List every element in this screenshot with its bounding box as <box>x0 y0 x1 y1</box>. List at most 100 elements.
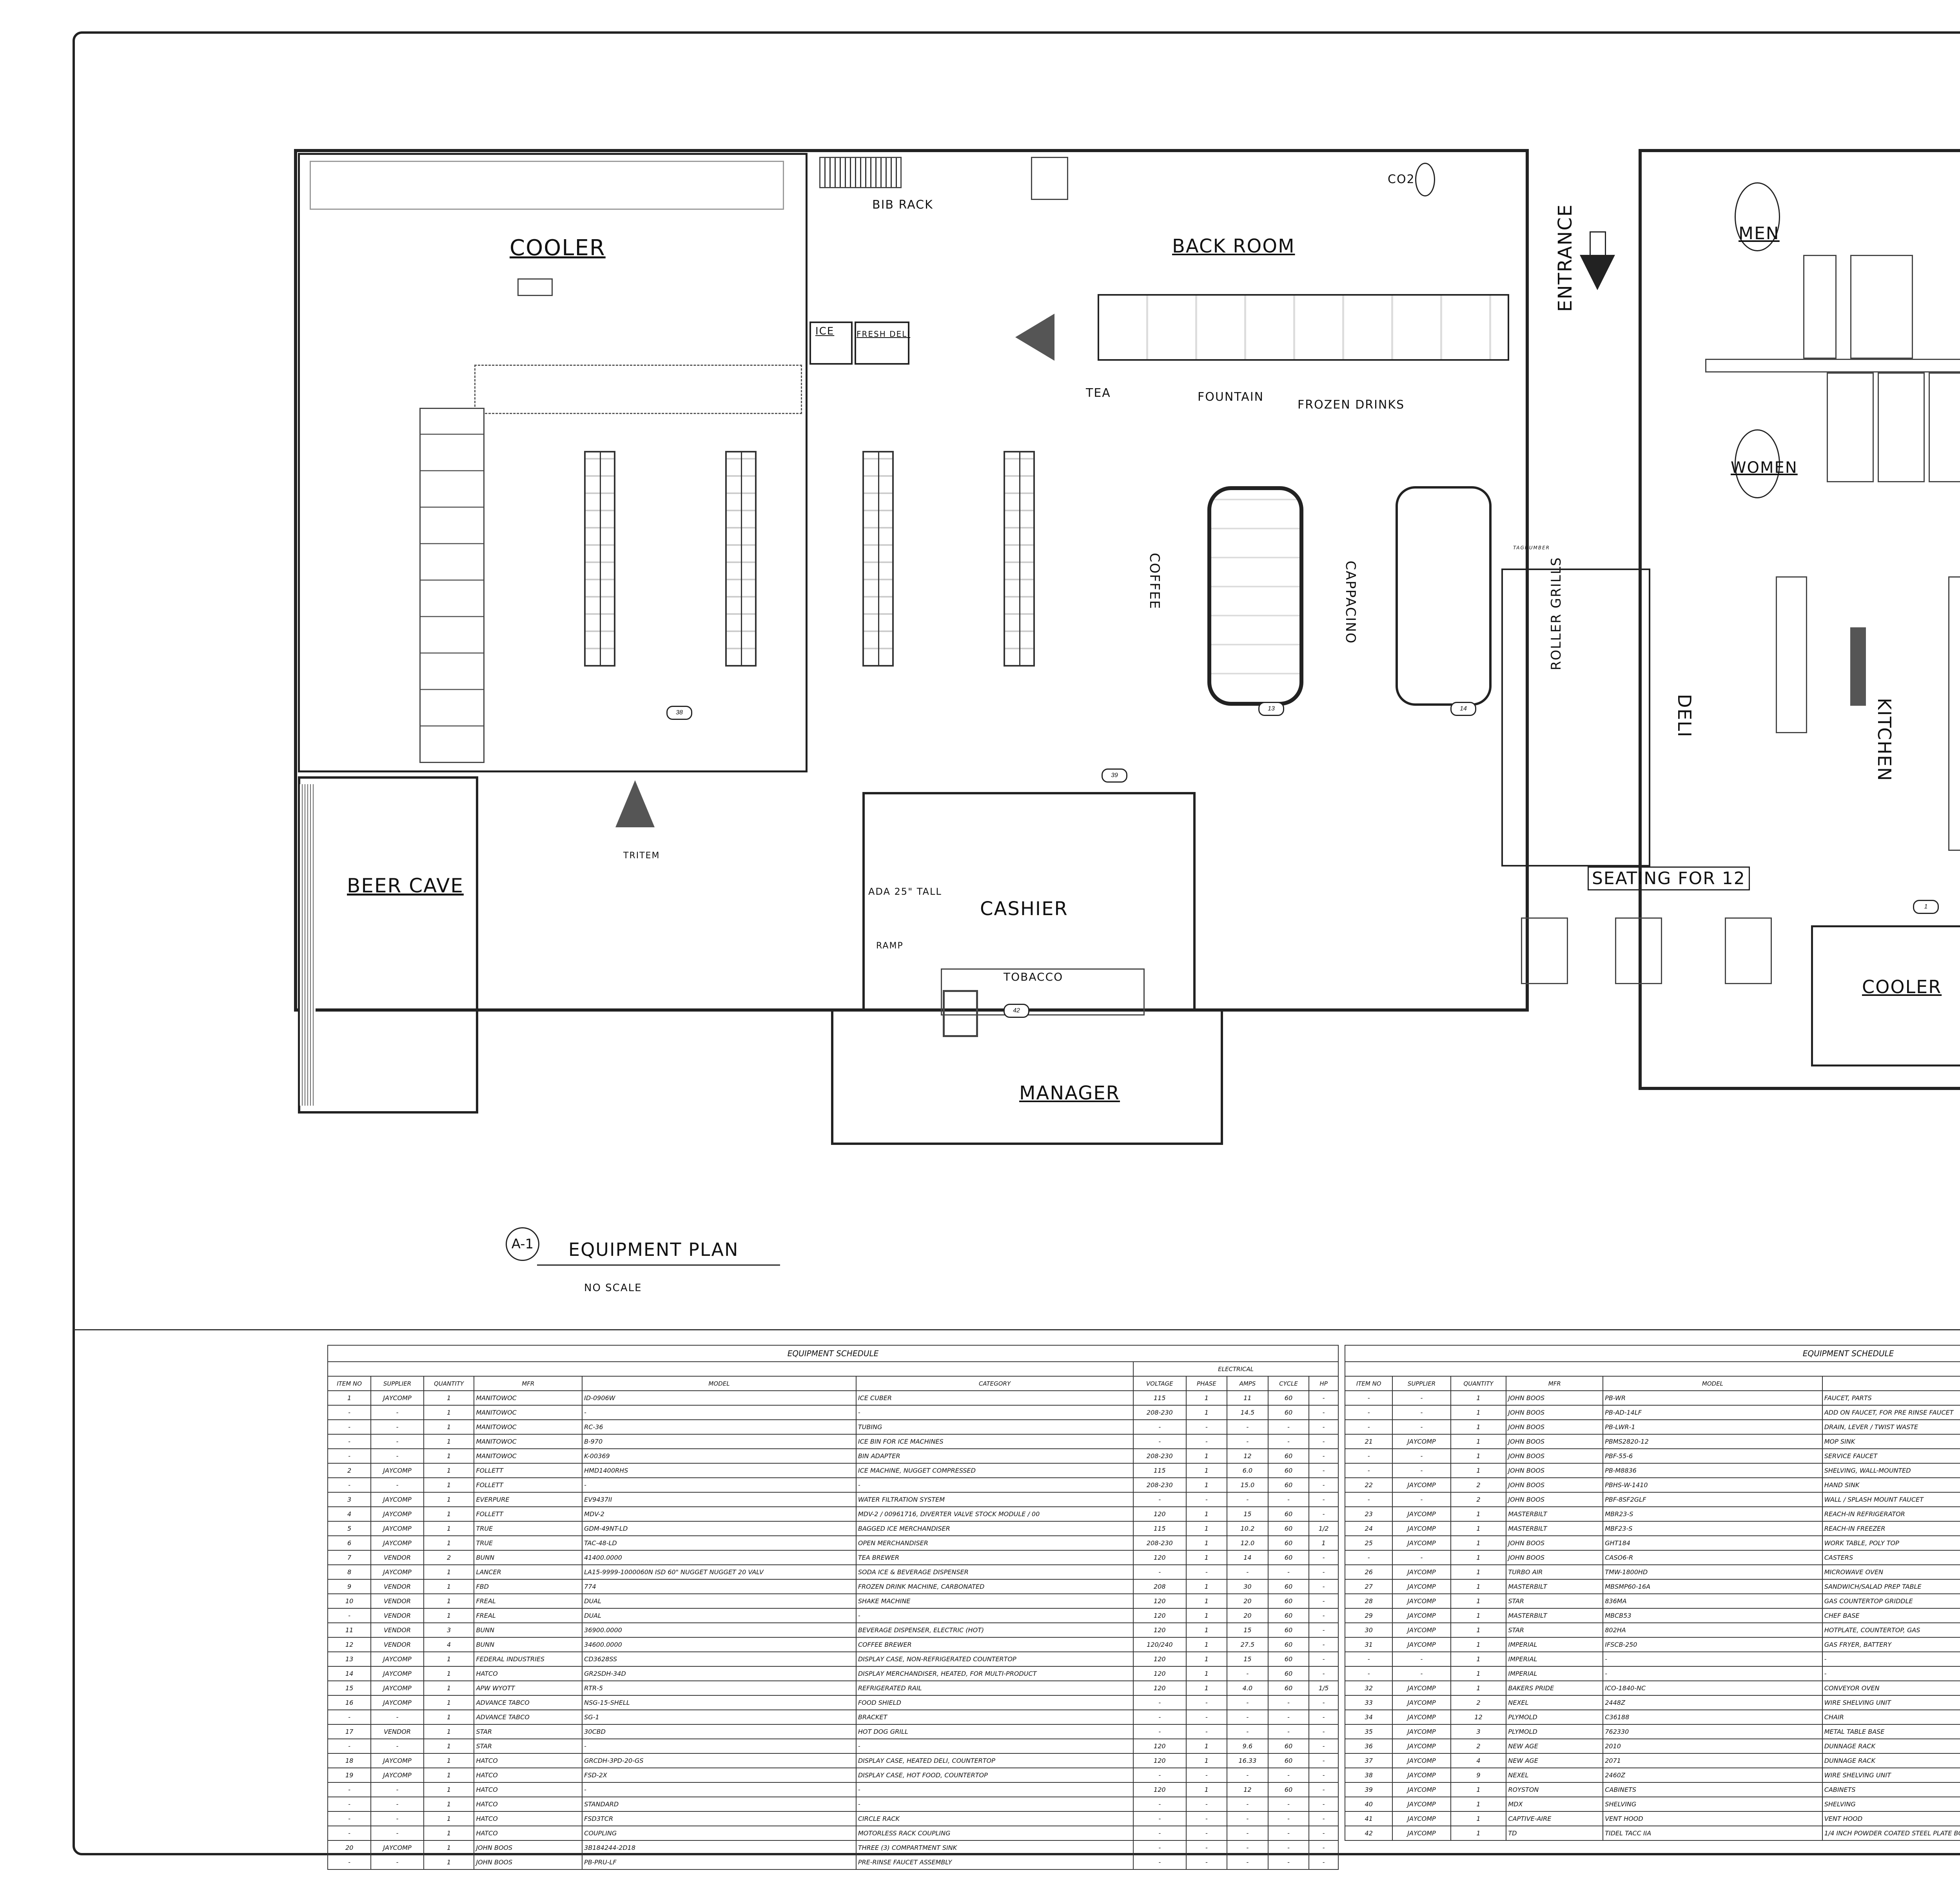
schedule-cell: 3 <box>1450 1724 1507 1739</box>
backroom-cabinet <box>1031 157 1068 200</box>
schedule-cell: 1 <box>1185 1622 1228 1638</box>
entrance-arrow-head <box>1580 255 1615 290</box>
exterior-wall-store <box>294 149 1529 1012</box>
schedule-cell: - <box>1308 1579 1339 1594</box>
label-co2: CO2 <box>1388 173 1415 186</box>
schedule-cell: 120 <box>1133 1666 1187 1681</box>
schedule-cell: JAYCOMP <box>370 1651 424 1667</box>
schedule-cell: - <box>1308 1390 1339 1406</box>
schedule-cell: - <box>855 1477 1134 1493</box>
schedule-cell: TURBO AIR <box>1506 1564 1604 1580</box>
equipment-tag[interactable]: 1 <box>1913 900 1939 914</box>
room-label-beer-cave: BEER CAVE <box>347 874 464 897</box>
schedule-cell: - <box>1133 1564 1187 1580</box>
col-model: MODEL <box>1602 1376 1823 1391</box>
schedule-cell: JAYCOMP <box>1392 1695 1451 1710</box>
schedule-cell: - <box>1227 1419 1269 1435</box>
equipment-tag[interactable]: 13 <box>1258 702 1284 716</box>
col-quantity: QUANTITY <box>423 1376 475 1391</box>
schedule-cell: 1 <box>423 1826 475 1841</box>
room-label-cashier: CASHIER <box>980 898 1068 920</box>
schedule-cell: 2460Z <box>1602 1768 1823 1783</box>
reach-in-units <box>1948 576 1960 851</box>
gondola-shelf-1 <box>584 451 615 667</box>
equipment-tag[interactable]: 14 <box>1450 702 1476 716</box>
schedule-cell: - <box>1392 1390 1451 1406</box>
roller-grill-island <box>1396 486 1492 706</box>
schedule-cell: 208 <box>1133 1579 1187 1594</box>
schedule-cell: 1 <box>1450 1448 1507 1464</box>
label-fresh-deli: FRESH DELI <box>857 329 911 339</box>
equipment-tag[interactable]: 42 <box>1004 1004 1029 1018</box>
schedule-cell: MBR23-S <box>1602 1506 1823 1522</box>
schedule-cell: - <box>1133 1768 1187 1783</box>
schedule-cell: PLYMOLD <box>1506 1709 1604 1725</box>
schedule-cell: - <box>1227 1695 1269 1710</box>
schedule-cell: REFRIGERATED RAIL <box>855 1680 1134 1696</box>
label-tritem: TRITEM <box>623 851 660 861</box>
schedule-cell: TAC-48-LD <box>582 1535 857 1551</box>
schedule-cell: JAYCOMP <box>370 1695 424 1710</box>
schedule-cell: 1 <box>1185 1521 1228 1536</box>
deli-area <box>1501 569 1650 867</box>
schedule-cell: SERVICE FAUCET <box>1822 1448 1960 1464</box>
schedule-cell: K-00369 <box>582 1448 857 1464</box>
schedule-cell: - <box>1308 1651 1339 1667</box>
cashier-counter <box>862 792 1196 1012</box>
schedule-cell: HMD1400RHS <box>582 1463 857 1478</box>
schedule-cell: IFSCB-250 <box>1602 1637 1823 1652</box>
schedule-cell: 1 <box>423 1797 475 1812</box>
schedule-cell: JOHN BOOS <box>1506 1535 1604 1551</box>
equipment-tag[interactable]: 39 <box>1102 768 1127 783</box>
schedule-cell: - <box>1308 1637 1339 1652</box>
schedule-cell: - <box>1308 1782 1339 1797</box>
schedule-cell: JOHN BOOS <box>1506 1550 1604 1565</box>
schedule-cell: TRUE <box>474 1521 583 1536</box>
schedule-cell: 11 <box>327 1622 372 1638</box>
schedule-cell: - <box>1392 1492 1451 1507</box>
schedule-cell: - <box>1185 1855 1228 1870</box>
schedule-cell: 120 <box>1133 1622 1187 1638</box>
schedule-cell: JOHN BOOS <box>1506 1419 1604 1435</box>
schedule-cell: - <box>1308 1724 1339 1739</box>
schedule-cell: - <box>1133 1709 1187 1725</box>
schedule-cell: 1 <box>423 1593 475 1609</box>
schedule-cell: REACH-IN REFRIGERATOR <box>1822 1506 1960 1522</box>
door-swing-arrow <box>1015 314 1054 361</box>
schedule-cell: 1 <box>423 1651 475 1667</box>
schedule-cell: - <box>1344 1463 1393 1478</box>
equipment-tag[interactable]: 38 <box>666 706 692 720</box>
schedule-cell: - <box>327 1855 372 1870</box>
schedule-cell: 1 <box>423 1506 475 1522</box>
room-label-women: WOMEN <box>1731 459 1798 477</box>
schedule-cell: - <box>1267 1695 1310 1710</box>
schedule-cell: - <box>370 1477 424 1493</box>
schedule-cell: - <box>1185 1709 1228 1725</box>
schedule-cell: 120 <box>1133 1738 1187 1754</box>
schedule-cell: 60 <box>1267 1651 1310 1667</box>
schedule-cell: 1 <box>423 1463 475 1478</box>
schedule-cell: 33 <box>1344 1695 1393 1710</box>
schedule-cell: - <box>1267 1419 1310 1435</box>
schedule-cell: VENDOR <box>370 1579 424 1594</box>
schedule-cell: JOHN BOOS <box>474 1855 583 1870</box>
schedule-cell: 60 <box>1267 1753 1310 1768</box>
schedule-cell: HATCO <box>474 1811 583 1826</box>
schedule-cell: - <box>1133 1724 1187 1739</box>
schedule-cell: - <box>1133 1797 1187 1812</box>
schedule-cell: - <box>370 1855 424 1870</box>
schedule-cell: STAR <box>1506 1622 1604 1638</box>
schedule-cell: 802HA <box>1602 1622 1823 1638</box>
schedule-cell: - <box>1308 1492 1339 1507</box>
schedule-cell: 15 <box>327 1680 372 1696</box>
schedule-cell: - <box>1185 1826 1228 1841</box>
schedule-cell: 60 <box>1267 1593 1310 1609</box>
schedule-cell: - <box>1602 1651 1823 1667</box>
schedule-cell: 60 <box>1267 1782 1310 1797</box>
room-label-walk-in-cooler: COOLER <box>1862 976 1942 997</box>
